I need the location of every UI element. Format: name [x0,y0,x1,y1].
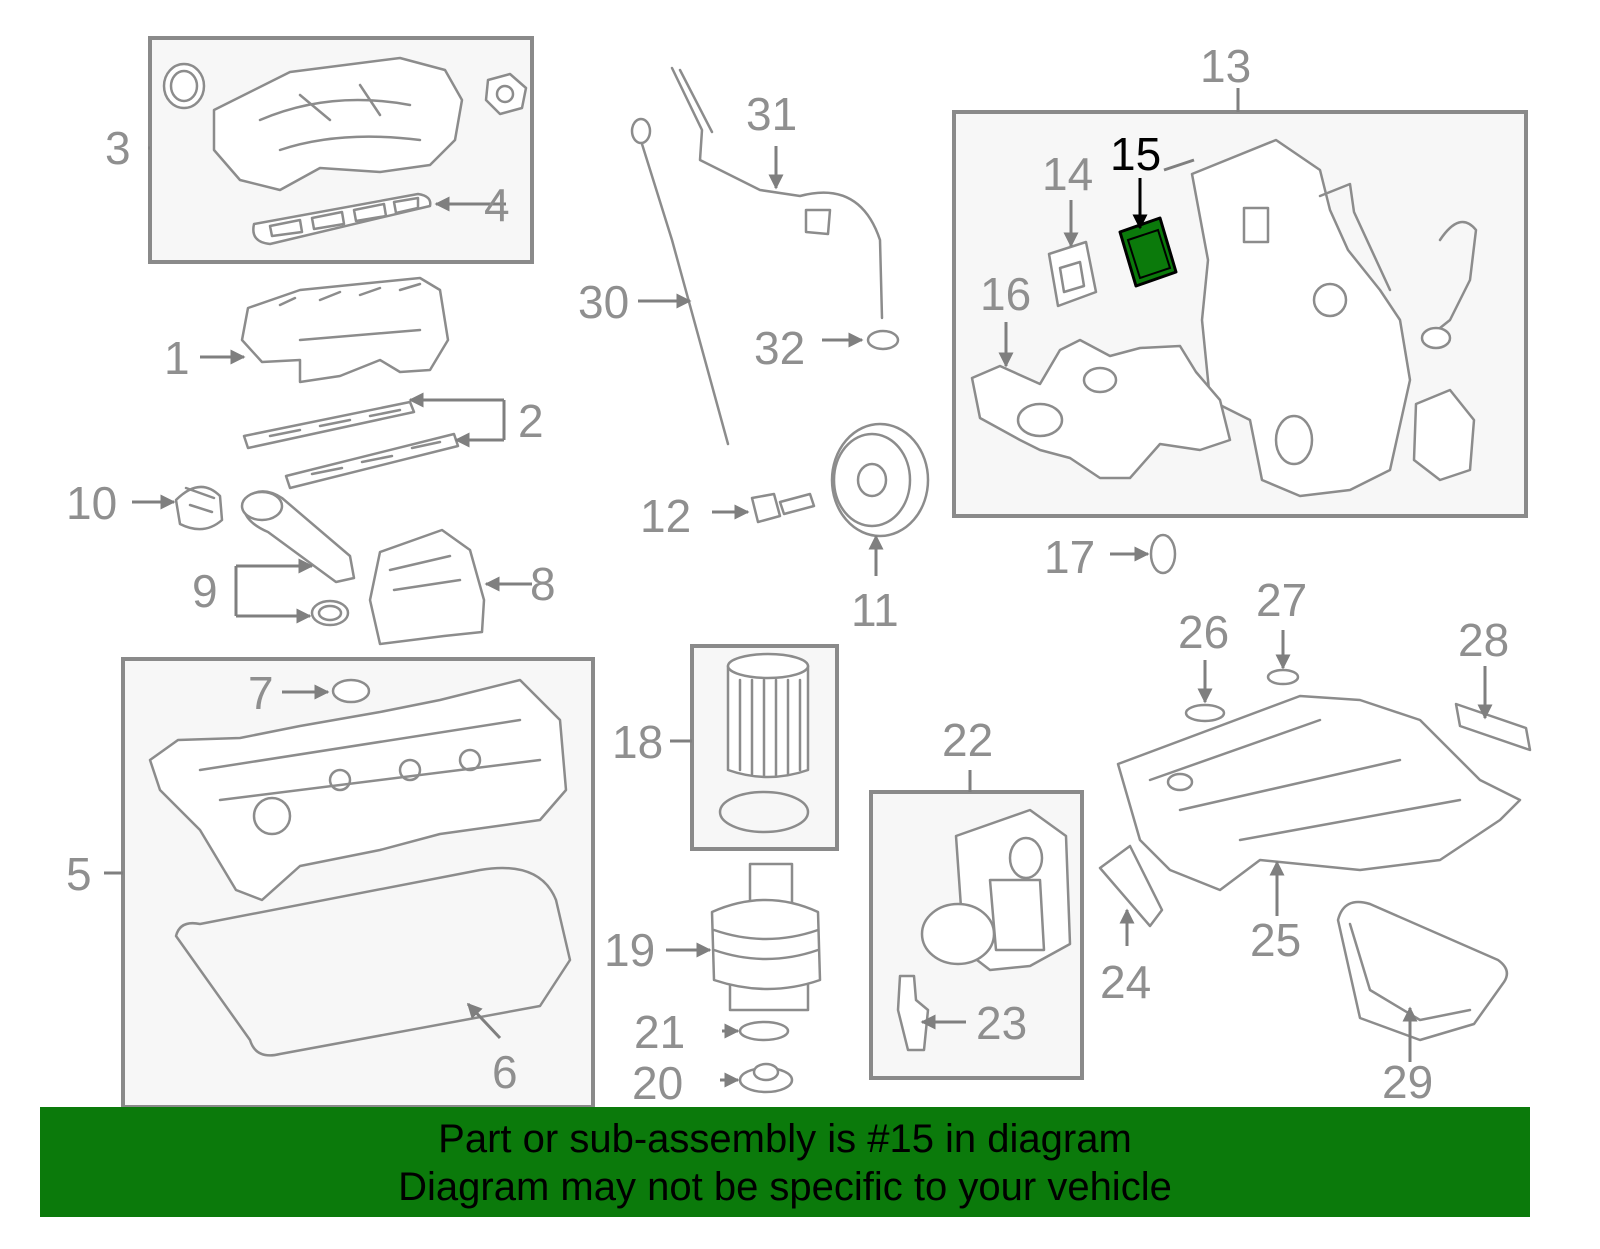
part-6-valve-cover-gasket [174,866,572,1057]
part-3-intake-plenum [162,56,528,192]
callout-24: 24 [1100,956,1151,1008]
callout-12: 12 [640,490,691,542]
part-25-upper-oil-pan [1116,694,1522,892]
callout-2: 2 [518,395,544,447]
part-23-sensor [896,974,930,1052]
part-31-dipstick-guide [670,66,884,320]
part-32-oring [866,329,900,351]
part-22-oil-filter-housing [920,808,1072,972]
callout-15: 15 [1110,128,1161,180]
leader-lines [104,88,1493,1088]
part-8-cover [368,528,486,646]
part-12-bolt [750,492,816,524]
part-28-baffle [1454,702,1532,752]
callout-8: 8 [530,558,556,610]
part-21-oring [738,1020,790,1042]
callout-16: 16 [980,268,1031,320]
part-10-oil-filler-cap [174,485,224,531]
callout-13: 13 [1200,40,1251,92]
part-16-water-pump [970,338,1232,480]
part-11-crank-pulley [830,422,930,538]
callout-30: 30 [578,276,629,328]
callout-23: 23 [976,997,1027,1049]
callout-9: 9 [192,565,218,617]
callout-11: 11 [851,584,899,636]
callout-6: 6 [492,1046,518,1098]
part-13-timing-chain-cover [1190,138,1478,498]
part-1-intake-manifold [240,276,450,384]
part-27-oring [1266,668,1300,686]
callout-17: 17 [1044,531,1095,583]
callout-18: 18 [612,716,663,768]
callout-1: 1 [164,332,190,384]
part-9-oil-filler-tube [240,490,356,627]
callout-7: 7 [248,667,274,719]
callout-29: 29 [1382,1056,1433,1108]
part-2-manifold-gaskets [242,400,460,490]
part-24-gasket [1098,844,1164,928]
callout-21: 21 [634,1006,685,1058]
part-19-oil-filter-cap [710,862,822,1012]
part-26-oring [1184,703,1226,723]
callout-4: 4 [484,179,510,231]
callout-5: 5 [66,848,92,900]
part-7-seal [331,678,371,704]
callout-31: 31 [746,88,797,140]
part-30-dipstick [630,117,730,446]
callout-26: 26 [1178,606,1229,658]
callout-32: 32 [754,322,805,374]
callout-22: 22 [942,714,993,766]
callout-14: 14 [1042,148,1093,200]
part-5-valve-cover [148,678,568,902]
part-20-drain-plug [738,1062,794,1094]
part-29-lower-oil-pan [1336,900,1509,1042]
part-17-oring [1149,533,1177,575]
callout-19: 19 [604,924,655,976]
callout-10: 10 [66,477,117,529]
callout-20: 20 [632,1057,683,1109]
callout-25: 25 [1250,914,1301,966]
part-4-plenum-gasket [252,192,432,246]
banner-line-1: Part or sub-assembly is #15 in diagram [438,1117,1132,1161]
banner-line-2: Diagram may not be specific to your vehi… [398,1165,1172,1209]
callout-28: 28 [1458,614,1509,666]
info-banner: Part or sub-assembly is #15 in diagram D… [40,1107,1530,1217]
callout-3: 3 [105,122,131,174]
part-18-oil-filter-element [718,652,810,834]
callout-27: 27 [1256,574,1307,626]
